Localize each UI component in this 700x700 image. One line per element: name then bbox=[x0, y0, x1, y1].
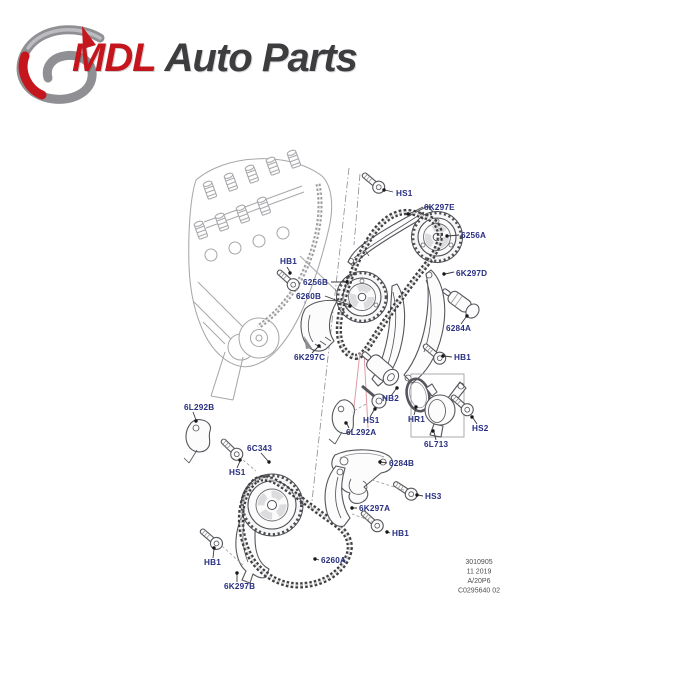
part-label-6256a: 6256A bbox=[461, 231, 486, 240]
part-label-6c343: 6C343 bbox=[247, 444, 272, 453]
camshaft-sprocket-6256b bbox=[337, 272, 388, 323]
dashed-link-hs3-6284b bbox=[371, 479, 405, 491]
leader-lines bbox=[192, 188, 478, 582]
part-label-6260b: 6260B bbox=[296, 292, 321, 301]
part-label-6256b: 6256B bbox=[303, 278, 328, 287]
timing-chain-lower-6260a bbox=[237, 475, 353, 589]
bolt-hs3 bbox=[390, 477, 421, 504]
bolt-hs1-mid bbox=[361, 384, 387, 409]
part-label-hs1-mid: HS1 bbox=[363, 416, 380, 425]
bracket-6l292b bbox=[183, 419, 212, 464]
dashed-link-hs1-6l292a bbox=[351, 403, 367, 413]
part-label-hs3: HS3 bbox=[425, 492, 442, 501]
part-label-6k297b: 6K297B bbox=[224, 582, 255, 591]
part-label-6l292b: 6L292B bbox=[184, 403, 214, 412]
guide-bracket-6k297c bbox=[300, 299, 338, 352]
bolt-hs1-left bbox=[217, 435, 246, 464]
drawing-code-block: 3010905 11 2019 A/20P6 C0295640 02 bbox=[458, 559, 500, 595]
part-label-6k297a: 6K297A bbox=[359, 504, 390, 513]
drawing-code-line-4: C0295640 02 bbox=[458, 588, 500, 595]
part-label-hs2: HS2 bbox=[472, 424, 489, 433]
logo-swoosh-icon bbox=[16, 25, 105, 104]
brand-name-autoparts: Auto Parts bbox=[164, 36, 358, 80]
part-label-hr1: HR1 bbox=[408, 415, 425, 424]
part-label-hs1-top: HS1 bbox=[396, 189, 413, 198]
camshaft-sprocket-6256a bbox=[412, 212, 463, 263]
bracket-6l292a bbox=[328, 399, 356, 445]
part-label-hb1-right: HB1 bbox=[454, 353, 471, 362]
part-label-6284b: 6284B bbox=[389, 459, 414, 468]
part-label-6260a: 6260A bbox=[321, 556, 346, 565]
part-label-6k297d: 6K297D bbox=[456, 269, 487, 278]
dashed-link-hb1-6k297a bbox=[351, 513, 375, 523]
chain-tensioner-hb2 bbox=[361, 351, 400, 386]
part-label-6k297e: 6K297E bbox=[424, 203, 455, 212]
part-label-6284a: 6284A bbox=[446, 324, 471, 333]
drawing-code-line-3: A/20P6 bbox=[468, 578, 491, 585]
bolt-hs1-top bbox=[358, 168, 388, 197]
guide-rail-middle bbox=[371, 283, 406, 387]
brand-name-mdl: MDL bbox=[72, 36, 157, 80]
part-label-hb1-mid: HB1 bbox=[392, 529, 409, 538]
vvt-solenoid-6284a bbox=[442, 288, 480, 319]
water-pump-group bbox=[405, 373, 467, 438]
part-label-6k297c: 6K297C bbox=[294, 353, 325, 362]
part-label-hb1-left: HB1 bbox=[280, 257, 297, 266]
dashed-link-hs1-6c343 bbox=[242, 459, 257, 472]
part-label-hb1-bottom-left: HB1 bbox=[204, 558, 221, 567]
drawing-code-line-1: 3010905 bbox=[465, 559, 492, 566]
dashed-link-hb1-6k297c bbox=[295, 287, 308, 307]
part-label-hs1-left: HS1 bbox=[229, 468, 246, 477]
part-label-6l292a: 6L292A bbox=[346, 428, 376, 437]
dashed-link-hb1-6k297b bbox=[221, 545, 244, 566]
drawing-code-line-2: 11 2019 bbox=[467, 569, 492, 576]
engine-assembly-illustration bbox=[188, 148, 347, 401]
part-label-hb2: HB2 bbox=[382, 394, 399, 403]
part-label-6l713: 6L713 bbox=[424, 440, 448, 449]
part-labels: HS1 6K297E 6256A 6K297D HB1 6256B 6260B … bbox=[184, 189, 489, 591]
bolt-hb1-bottom-left bbox=[196, 524, 226, 553]
guide-rail-6k297a bbox=[324, 465, 351, 527]
